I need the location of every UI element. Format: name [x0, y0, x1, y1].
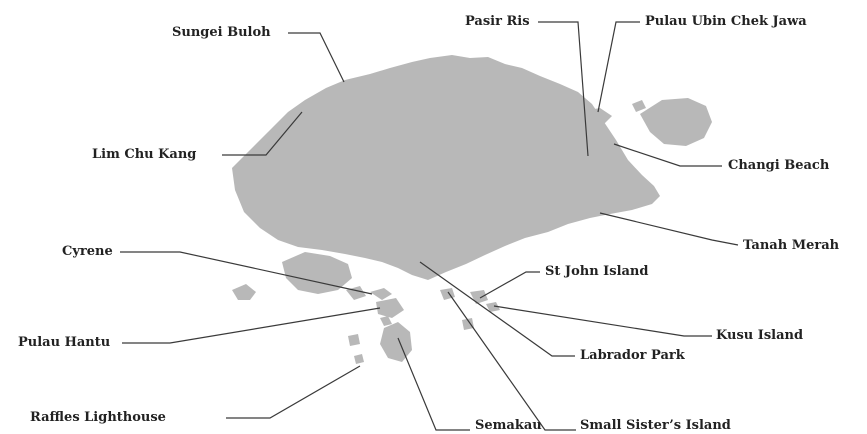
jurong-island [282, 252, 352, 294]
leader-pulau-ubin [597, 21, 640, 113]
kusu-islet [486, 302, 500, 312]
hantu-islet [376, 298, 404, 318]
label-kusu: Kusu Island [716, 328, 804, 343]
main-island [232, 55, 660, 280]
label-raffles: Raffles Lighthouse [30, 410, 166, 425]
label-sungei-buloh: Sungei Buloh [172, 25, 271, 40]
leader-semakau [397, 337, 470, 431]
label-changi-beach: Changi Beach [728, 158, 830, 173]
label-st-john: St John Island [545, 264, 649, 279]
label-pasir-ris: Pasir Ris [465, 14, 530, 29]
sisters-islet [462, 318, 474, 330]
southern-islet-3 [380, 316, 392, 326]
semakau-island [380, 322, 412, 362]
leader-pulau-hantu [122, 307, 381, 344]
leader-kusu [493, 305, 712, 337]
southern-islet-5 [354, 354, 364, 364]
label-labrador: Labrador Park [580, 348, 685, 363]
label-lim-chu-kang: Lim Chu Kang [92, 147, 197, 162]
label-semakau: Semakau [475, 418, 542, 433]
leader-raffles [226, 365, 361, 419]
southern-islet-4 [348, 334, 360, 346]
southern-islet-2 [346, 286, 366, 300]
st-john-islet [470, 290, 488, 304]
leader-st-john [479, 271, 540, 299]
leader-lim-chu-kang [222, 111, 303, 156]
leader-labrador [419, 261, 575, 357]
leader-lines [120, 21, 739, 431]
north-east-islet [632, 100, 646, 112]
pulau-ubin [552, 108, 612, 130]
leader-small-sisters [447, 291, 576, 431]
leader-cyrene [120, 251, 373, 295]
leader-changi-beach [613, 143, 722, 167]
pulau-tekong [640, 98, 712, 146]
label-tanah-merah: Tanah Merah [743, 238, 840, 253]
label-pulau-hantu: Pulau Hantu [18, 335, 111, 350]
cyrene-reef [370, 288, 392, 300]
leader-pasir-ris [538, 21, 589, 157]
label-pulau-ubin: Pulau Ubin Chek Jawa [645, 14, 807, 29]
label-small-sisters: Small Sister’s Island [580, 418, 731, 433]
label-cyrene: Cyrene [62, 244, 113, 259]
leader-tanah-merah [599, 212, 739, 246]
southern-islet-1 [232, 284, 256, 300]
leader-sungei-buloh [288, 32, 345, 83]
